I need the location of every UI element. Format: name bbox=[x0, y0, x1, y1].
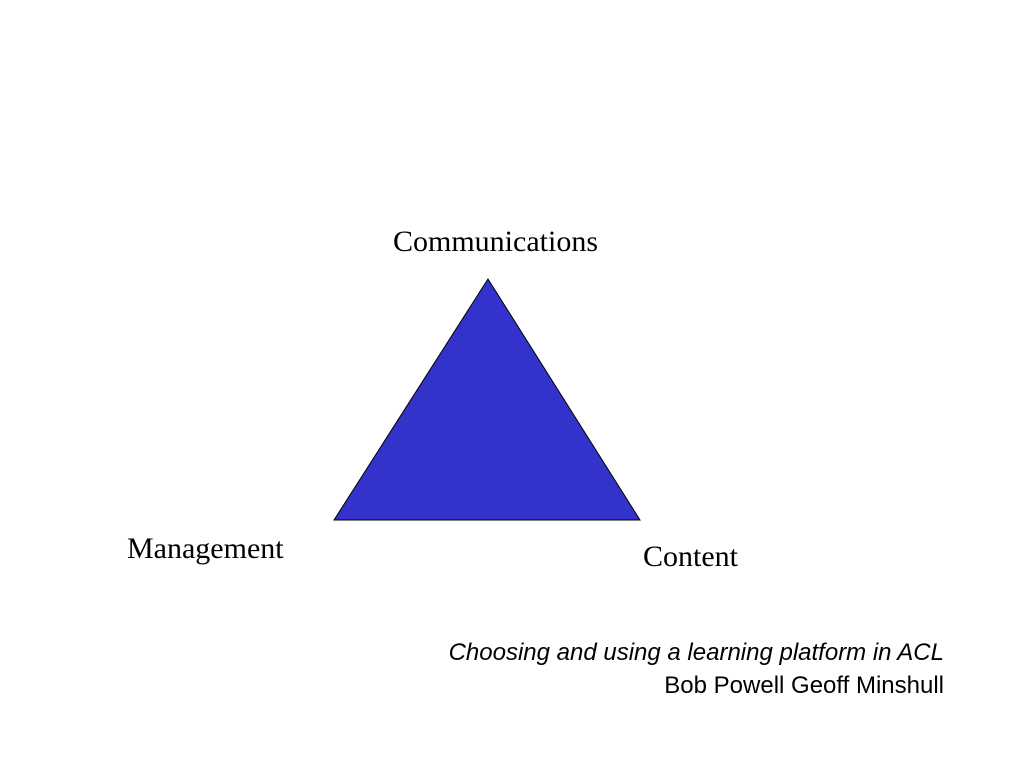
caption-title: Choosing and using a learning platform i… bbox=[448, 639, 944, 666]
vertex-label-communications: Communications bbox=[393, 225, 598, 258]
vertex-label-content: Content bbox=[643, 540, 738, 573]
slide-caption: Choosing and using a learning platform i… bbox=[449, 636, 944, 702]
triangle-shape bbox=[333, 278, 641, 521]
caption-authors: Bob Powell Geoff Minshull bbox=[664, 672, 944, 699]
vertex-label-management: Management bbox=[127, 532, 284, 565]
